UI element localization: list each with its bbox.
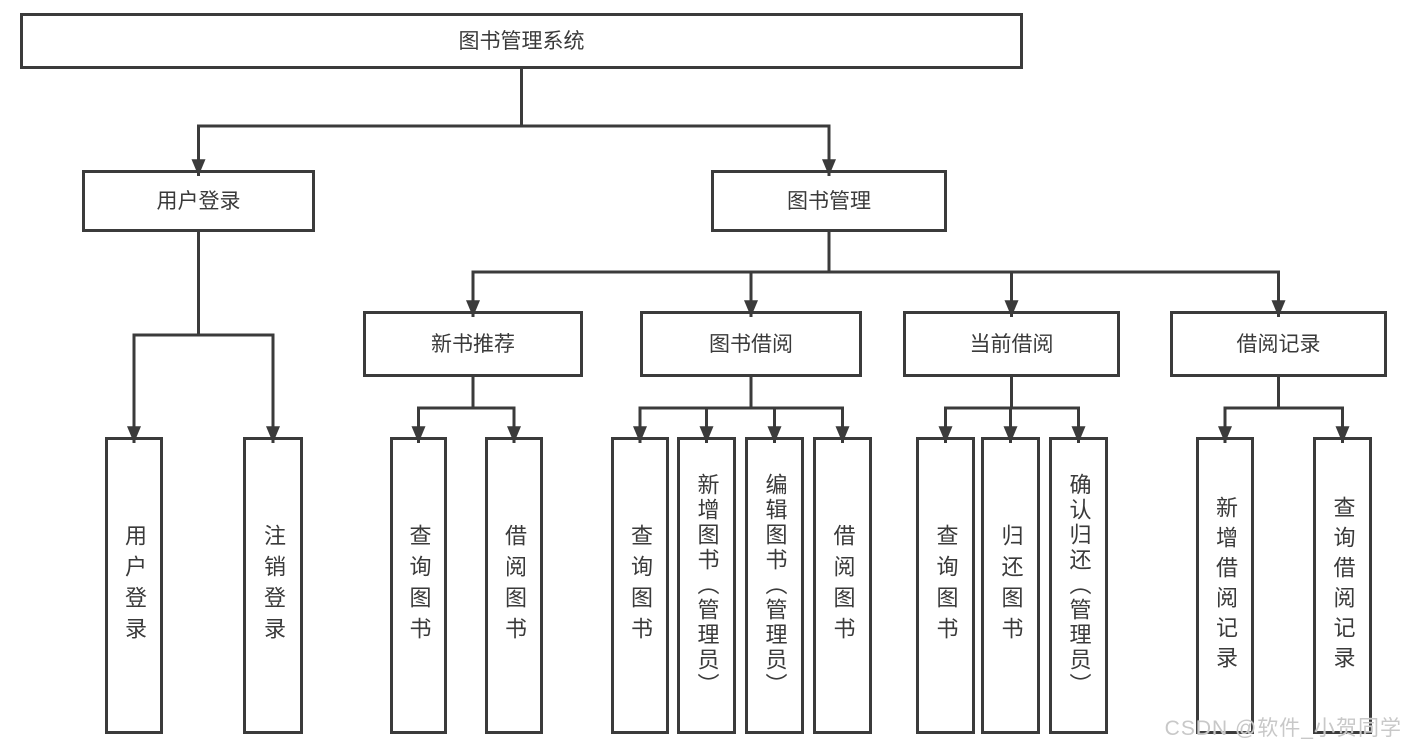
node-label: 新增图书（管理员） [694,473,720,698]
node-label: 编辑图书（管理员） [762,473,788,698]
connector-lines [127,67,1350,444]
node-rec-query: 查询借阅记录 [1313,437,1372,734]
node-label: 注销登录 [261,523,286,648]
node-label: 用户登录 [156,189,241,213]
node-records: 借阅记录 [1170,311,1387,377]
node-label: 借阅图书 [502,523,527,648]
node-label: 借阅记录 [1236,332,1321,356]
node-label: 图书管理系统 [458,29,585,53]
node-login: 用户登录 [82,170,315,232]
node-bw-borrow: 借阅图书 [813,437,872,734]
node-bw-query: 查询图书 [611,437,669,734]
node-rec-add: 新增借阅记录 [1196,437,1254,734]
node-newbook: 新书推荐 [363,311,583,377]
node-label: 新增借阅记录 [1213,495,1238,676]
node-bookborrow: 图书借阅 [640,311,862,377]
node-label: 图书管理 [787,189,871,213]
node-label: 用户登录 [122,523,147,648]
node-label: 查询图书 [406,523,432,648]
node-label: 查询图书 [628,523,653,648]
node-root: 图书管理系统 [20,13,1023,69]
node-label: 查询图书 [933,523,959,648]
node-label: 查询借阅记录 [1330,495,1356,676]
node-label: 图书借阅 [709,332,793,356]
node-nb-query: 查询图书 [390,437,447,734]
node-current: 当前借阅 [903,311,1120,377]
node-logout-leaf: 注销登录 [243,437,303,734]
node-label: 当前借阅 [969,332,1054,356]
node-bw-edit: 编辑图书（管理员） [745,437,804,734]
node-label: 归还图书 [998,523,1024,648]
node-nb-borrow: 借阅图书 [485,437,543,734]
node-cur-confirm: 确认归还（管理员） [1049,437,1108,734]
node-cur-return: 归还图书 [981,437,1040,734]
node-bw-add: 新增图书（管理员） [677,437,736,734]
node-cur-query: 查询图书 [916,437,975,734]
node-label: 借阅图书 [830,523,856,648]
node-label: 确认归还（管理员） [1066,473,1092,698]
node-login-leaf: 用户登录 [105,437,163,734]
node-label: 新书推荐 [431,332,515,356]
node-mgmt: 图书管理 [711,170,947,232]
